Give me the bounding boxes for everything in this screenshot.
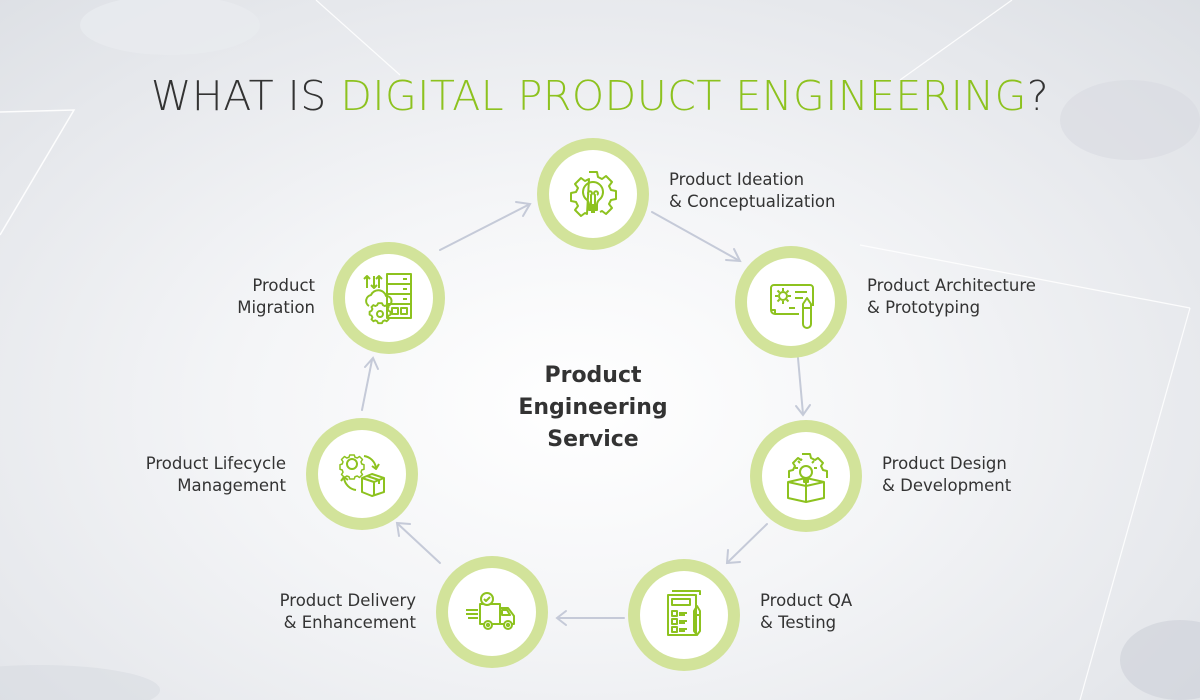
arrow-lifecycle-to-migration <box>361 356 379 411</box>
arrow-migration-to-ideation <box>439 201 532 251</box>
arrow-architecture-to-design <box>795 357 811 417</box>
lightbulb-gear-icon <box>570 171 617 217</box>
server-cloud-migration-icon <box>363 273 412 325</box>
node-delivery <box>436 556 548 668</box>
label-architecture: Product Architecture & Prototyping <box>867 276 1036 317</box>
node-design <box>750 420 862 532</box>
label-lifecycle: Product Lifecycle Management <box>145 454 286 495</box>
arrow-ideation-to-architecture <box>651 211 742 263</box>
node-ideation <box>537 138 649 250</box>
title-prefix: WHAT IS <box>150 72 341 120</box>
label-delivery: Product Delivery & Enhancement <box>279 591 416 632</box>
checklist-pencil-icon <box>667 590 701 636</box>
node-lifecycle <box>306 418 418 530</box>
node-migration <box>333 242 445 354</box>
title-highlight: DIGITAL PRODUCT ENGINEERING <box>340 72 1027 120</box>
page-title: WHAT IS DIGITAL PRODUCT ENGINEERING? <box>0 72 1200 120</box>
arrow-qa-to-delivery <box>555 610 625 626</box>
arrow-delivery-to-lifecycle <box>395 521 441 564</box>
delivery-truck-icon <box>466 592 515 630</box>
label-migration: Product Migration <box>237 276 315 317</box>
blueprint-pencil-icon <box>770 284 814 329</box>
center-label: Product Engineering Service <box>518 363 668 452</box>
gear-box-cycle-icon <box>339 454 385 497</box>
label-design: Product Design & Development <box>882 454 1012 495</box>
arrow-design-to-qa <box>725 523 768 565</box>
label-qa: Product QA & Testing <box>760 591 853 632</box>
title-suffix: ? <box>1026 72 1050 120</box>
label-ideation: Product Ideation & Conceptualization <box>669 170 836 211</box>
node-architecture <box>735 246 847 358</box>
box-lightbulb-gear-icon <box>787 453 828 503</box>
node-qa <box>628 559 740 671</box>
